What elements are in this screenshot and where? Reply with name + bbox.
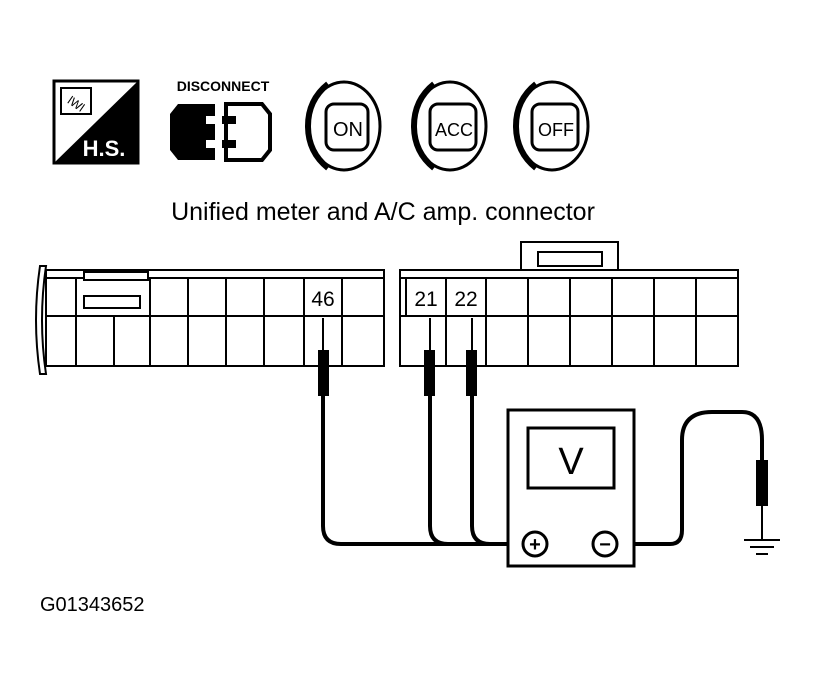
terminal-46-label: 46 [311,288,334,311]
negative-terminal-label: − [599,534,611,556]
disconnect-icon: DISCONNECT [170,78,272,162]
left-connector [35,265,385,375]
ignition-on-icon: ON [304,80,382,172]
ground-probe [756,460,768,540]
probe-46 [318,318,329,396]
right-connector [399,241,739,367]
harness-sensor-icon: ǀWǀ H.S. [52,79,140,165]
probe-21 [424,318,435,396]
diagram-title: Unified meter and A/C amp. connector [171,198,595,226]
lead-wires [321,396,764,546]
key-on-label: ON [333,119,363,141]
key-off-label: OFF [538,120,574,140]
voltmeter: V + − [506,408,636,568]
negative-terminal-icon [591,530,619,558]
key-acc-label: ACC [435,120,473,140]
terminal-22-label: 22 [454,288,477,311]
disconnect-label: DISCONNECT [177,78,270,94]
hs-label: H.S. [83,136,126,161]
ground-icon [744,539,780,555]
terminal-21-label: 21 [414,288,437,311]
voltmeter-unit-label: V [558,441,584,483]
ignition-acc-icon: ACC [410,80,488,172]
ignition-off-icon: OFF [512,80,590,172]
figure-id: G01343652 [40,594,145,616]
positive-terminal-icon [521,530,549,558]
positive-terminal-label: + [529,534,541,556]
probe-22 [466,318,477,396]
